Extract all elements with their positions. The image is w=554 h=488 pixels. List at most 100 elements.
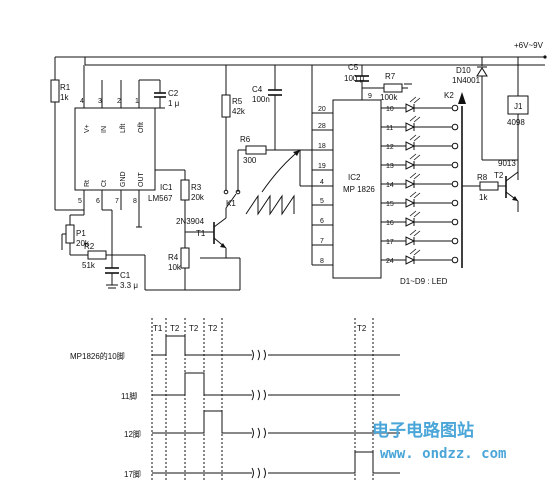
led-diode-5 — [405, 179, 416, 189]
ic1-label-gnd: GND — [120, 171, 127, 187]
ic2-pin-18: 18 — [318, 143, 326, 150]
led-diode-3 — [405, 141, 416, 151]
c2-capacitor — [139, 79, 166, 109]
ic2-pin-17: 17 — [386, 239, 394, 246]
t1-ref: T1 — [196, 229, 206, 238]
t2-ref: T2 — [494, 171, 504, 180]
ic2-left-wires — [299, 65, 333, 266]
ic1-label-oflt: Oflt — [138, 122, 145, 133]
led-ray-a-6 — [409, 191, 417, 198]
k1-switch — [223, 170, 241, 209]
led-ray-b-8 — [413, 230, 421, 237]
k2-label: K2 — [444, 91, 454, 100]
led-ray-b-4 — [413, 154, 421, 161]
led-array — [381, 96, 459, 265]
ic2-pin-11: 11 — [386, 125, 393, 132]
ic2-pin-5: 5 — [320, 198, 324, 205]
k1-label: K1 — [226, 199, 236, 208]
watermark-url: www. ondzz. com — [380, 446, 506, 462]
r2-ref: R2 — [84, 242, 95, 251]
power-rail — [55, 55, 547, 66]
watermark-title: 电子电路图站 — [372, 420, 474, 441]
r5-value: 42k — [232, 107, 246, 116]
timing-period-labels: T1 T2 T2 T2 T2 — [153, 324, 367, 333]
led-diode-4 — [405, 160, 416, 170]
ic2-pin-28: 28 — [318, 123, 326, 130]
ic1-pin-4: 4 — [80, 98, 84, 105]
c5-value: 100 μ — [344, 74, 365, 83]
r3-ref: R3 — [191, 183, 202, 192]
ic1-pin-1: 1 — [135, 98, 139, 105]
ic1-label-rt: Rt — [84, 180, 91, 187]
r4-resistor — [180, 232, 190, 290]
led-ray-a-7 — [409, 210, 417, 217]
c4-capacitor — [268, 65, 282, 150]
c4-value: 100n — [252, 95, 270, 104]
led-ray-b-3 — [413, 135, 421, 142]
k2-contact-6 — [451, 199, 459, 207]
ic1-pin-3: 3 — [98, 98, 102, 105]
ic2-pin-7: 7 — [320, 238, 324, 245]
r5-resistor — [221, 65, 231, 190]
led-ray-b-2 — [413, 116, 421, 123]
k2-contact-7 — [451, 218, 459, 226]
p1-potentiometer — [61, 214, 84, 255]
period-label-4: T2 — [208, 324, 218, 333]
ic1-pin-2: 2 — [117, 98, 121, 105]
r2-value: 51k — [82, 261, 96, 270]
r8-value: 1k — [479, 193, 488, 202]
r1-value: 1k — [60, 93, 69, 102]
led-ray-b-5 — [413, 173, 421, 180]
period-label-late: T2 — [357, 324, 367, 333]
led-ray-a-2 — [409, 115, 417, 122]
j1-relay — [507, 57, 529, 180]
ic2-pin-13: 13 — [386, 163, 394, 170]
j1-part: 4098 — [507, 118, 525, 127]
period-label-3: T2 — [189, 324, 199, 333]
led-diode-1 — [405, 103, 416, 113]
row-label-pin12: 12脚 — [124, 429, 141, 439]
ic1-top-pin-numbers: 4 3 2 1 — [80, 98, 139, 105]
period-label-2: T2 — [170, 324, 180, 333]
ic2-pin-4: 4 — [320, 179, 324, 186]
p1-value: 20k — [76, 239, 90, 248]
t2-part: 9013 — [498, 159, 516, 168]
r4-ref: R4 — [168, 253, 179, 262]
led-note: D1~D9 : LED — [400, 277, 448, 286]
ic2-part: MP 1826 — [343, 185, 375, 194]
led-ray-b-1 — [413, 97, 421, 104]
ic1-label-in: IN — [101, 126, 108, 133]
ic1-label-vplus: V+ — [84, 124, 91, 133]
d10-part: 1N4001 — [452, 76, 481, 85]
k2-selector — [458, 92, 478, 268]
ic1-label-out: OUT — [138, 172, 145, 188]
r5-ref: R5 — [232, 97, 243, 106]
c2-value: 1 μ — [168, 99, 180, 108]
led-ray-b-7 — [413, 211, 421, 218]
ic2-pin-19: 19 — [318, 163, 326, 170]
k2-contact-2 — [451, 123, 459, 131]
ic1-top-pin-labels: V+ IN Lflt Oflt — [84, 122, 145, 133]
k2-contact-8 — [451, 237, 459, 245]
led-ray-a-8 — [409, 229, 417, 236]
t2-transistor — [505, 171, 519, 212]
r6-value: 300 — [243, 156, 257, 165]
c5-ref: C5 — [348, 63, 359, 72]
r8-resistor — [478, 181, 506, 191]
c2-ref: C2 — [168, 89, 179, 98]
led-diode-9 — [405, 255, 416, 265]
r1-resistor — [50, 57, 84, 211]
r2-resistor — [70, 250, 145, 260]
ic1-bottom-pin-numbers: 5 6 7 8 — [78, 198, 137, 205]
p1-ref: P1 — [76, 229, 86, 238]
d10-ref: D10 — [456, 66, 471, 75]
ic1-name: IC1 — [160, 183, 173, 192]
k2-contact-5 — [451, 180, 459, 188]
k2-contact-3 — [451, 142, 459, 150]
r4-value: 10k — [168, 263, 182, 272]
led-ray-a-5 — [409, 172, 417, 179]
ic2-pin-12: 12 — [386, 144, 394, 151]
ic2-pin-6: 6 — [320, 218, 324, 225]
led-ray-a-3 — [409, 134, 417, 141]
